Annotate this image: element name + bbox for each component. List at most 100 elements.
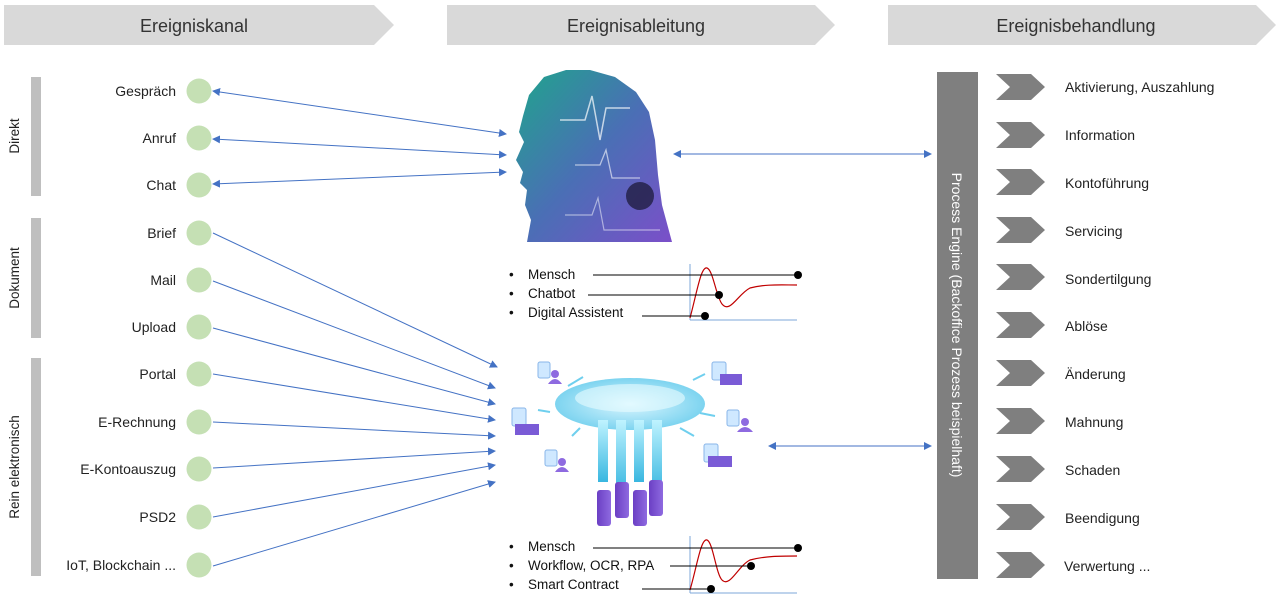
svg-text:•: •: [509, 305, 514, 320]
channel-e-rechnung: E-Rechnung: [98, 409, 212, 435]
handling-label: Schaden: [1065, 462, 1120, 478]
bullet-label: Workflow, OCR, RPA: [528, 558, 654, 573]
handling-item-7: Mahnung: [996, 408, 1123, 434]
chevron-icon: [996, 360, 1045, 386]
process-engine-label: Process Engine (Backoffice Prozess beisp…: [949, 173, 965, 478]
channel-node: [186, 172, 212, 198]
connectors-engine: [673, 150, 932, 450]
bullets-bottom: • Mensch • Workflow, OCR, RPA • Smart Co…: [509, 539, 654, 592]
human-head-image: [516, 70, 672, 242]
handling-label: Beendigung: [1065, 510, 1140, 526]
connectors-digital: [212, 232, 498, 567]
channel-node: [186, 361, 212, 387]
channel-node: [186, 552, 212, 578]
handling-label: Änderung: [1065, 366, 1126, 382]
handling-item-1: Information: [996, 122, 1135, 148]
handling-label: Mahnung: [1065, 414, 1123, 430]
response-curve-bottom: [593, 536, 802, 594]
chevron-icon: [996, 122, 1045, 148]
channel-anruf: Anruf: [143, 125, 212, 151]
automation-cloud-image: [511, 361, 753, 526]
channel-gespraech: Gespräch: [115, 78, 212, 104]
group-bar-document: [31, 218, 41, 338]
handling-item-3: Servicing: [996, 217, 1123, 243]
chevron-icon: [996, 217, 1045, 243]
handling-item-9: Beendigung: [996, 504, 1140, 530]
chevron-icon: [996, 74, 1045, 100]
bullet-label: Smart Contract: [528, 577, 619, 592]
bullet-label: Mensch: [528, 539, 575, 554]
process-engine: Process Engine (Backoffice Prozess beisp…: [937, 72, 978, 579]
chevron-icon: [996, 504, 1045, 530]
channel-label: Brief: [147, 225, 176, 241]
channel-label: PSD2: [139, 509, 176, 525]
channel-mail: Mail: [150, 267, 212, 293]
header-derivation-label: Ereignisableitung: [567, 16, 705, 36]
svg-text:•: •: [509, 577, 514, 592]
channel-label: Mail: [150, 272, 176, 288]
channel-portal: Portal: [139, 361, 212, 387]
handling-item-2: Kontoführung: [996, 169, 1149, 195]
chevron-icon: [996, 264, 1045, 290]
svg-text:•: •: [509, 286, 514, 301]
handling-label: Ablöse: [1065, 318, 1108, 334]
handling-item-4: Sondertilgung: [996, 264, 1151, 290]
handling-label: Kontoführung: [1065, 175, 1149, 191]
channel-node: [186, 267, 212, 293]
handling-label: Verwertung ...: [1064, 558, 1150, 574]
channel-e-kontoauszug: E-Kontoauszug: [80, 456, 212, 482]
channel-node: [186, 456, 212, 482]
channel-label: Upload: [132, 319, 176, 335]
channel-node: [186, 504, 212, 530]
handling-item-8: Schaden: [996, 456, 1120, 482]
header-derivation: Ereignisableitung: [447, 5, 835, 45]
response-curve-top: [588, 264, 802, 321]
channel-node: [186, 220, 212, 246]
svg-text:•: •: [509, 267, 514, 282]
channel-label: E-Rechnung: [98, 414, 176, 430]
group-label-direct: Direkt: [7, 118, 22, 154]
channel-node: [186, 409, 212, 435]
chevron-icon: [996, 169, 1045, 195]
chevron-icon: [996, 552, 1045, 578]
header-channel: Ereigniskanal: [4, 5, 394, 45]
bullets-top: • Mensch • Chatbot • Digital Assistent: [509, 267, 624, 320]
svg-text:•: •: [509, 558, 514, 573]
channel-label: Portal: [139, 366, 176, 382]
bullet-label: Digital Assistent: [528, 305, 624, 320]
group-label-electronic: Rein elektronisch: [7, 415, 22, 519]
svg-text:•: •: [509, 539, 514, 554]
channel-node: [186, 125, 212, 151]
channel-upload: Upload: [132, 314, 212, 340]
channel-label: Anruf: [143, 130, 177, 146]
bullet-label: Chatbot: [528, 286, 576, 301]
channel-label: Gespräch: [115, 83, 176, 99]
header-channel-label: Ereigniskanal: [140, 16, 248, 36]
handling-label: Sondertilgung: [1065, 271, 1151, 287]
channel-iot: IoT, Blockchain ...: [66, 552, 212, 578]
channel-label: Chat: [146, 177, 176, 193]
header-handling-label: Ereignisbehandlung: [996, 16, 1155, 36]
group-label-document: Dokument: [7, 247, 22, 309]
channel-brief: Brief: [147, 220, 212, 246]
channel-label: E-Kontoauszug: [80, 461, 176, 477]
connectors-direct: [212, 88, 507, 188]
channel-chat: Chat: [146, 172, 212, 198]
channel-psd2: PSD2: [139, 504, 212, 530]
bullet-label: Mensch: [528, 267, 575, 282]
channel-node: [186, 78, 212, 104]
header-handling: Ereignisbehandlung: [888, 5, 1276, 45]
chevron-icon: [996, 408, 1045, 434]
channel-label: IoT, Blockchain ...: [66, 557, 176, 573]
handling-label: Information: [1065, 127, 1135, 143]
handling-item-0: Aktivierung, Auszahlung: [996, 74, 1214, 100]
chevron-icon: [996, 456, 1045, 482]
handling-item-10: Verwertung ...: [996, 552, 1150, 578]
group-bar-electronic: [31, 358, 41, 576]
handling-item-6: Änderung: [996, 360, 1126, 386]
chevron-icon: [996, 312, 1045, 338]
handling-label: Servicing: [1065, 223, 1123, 239]
group-bar-direct: [31, 77, 41, 196]
channel-node: [186, 314, 212, 340]
